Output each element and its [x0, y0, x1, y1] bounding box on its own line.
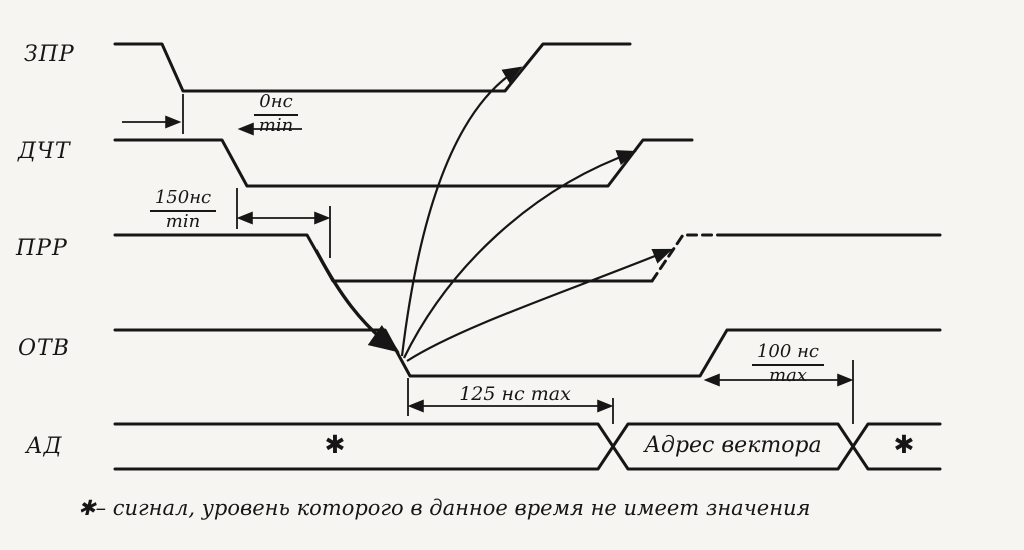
ad-bus-rail-1: [113, 422, 942, 471]
bus-dont-care-left: ✱: [324, 430, 346, 459]
dcht-trace: [113, 138, 694, 188]
timing-0ns-value: 0нс: [254, 91, 298, 116]
cause-arrow-otv-to-dcht: [403, 150, 637, 359]
timing-annotation-125ns: 125 нс max: [459, 383, 571, 405]
prr-trace: [113, 233, 654, 283]
timing-0ns-qualifier: min: [258, 114, 294, 136]
zpr-trace: [113, 42, 632, 93]
bus-dont-care-right: ✱: [893, 430, 915, 459]
cause-arrow-otv-to-prr: [406, 248, 673, 362]
ad-bus-rail-2: [113, 422, 942, 471]
bus-vector-address-label: Адрес вектора: [644, 433, 822, 458]
prr-rise-dashed: [650, 233, 722, 283]
cause-arrow-otv-to-zpr: [400, 66, 523, 357]
otv-trace: [113, 328, 942, 378]
signal-label-zpr: ЗПР: [24, 42, 75, 67]
timing-annotation-0ns: 0нс min: [244, 91, 308, 136]
timing-100ns-value: 100 нс: [751, 341, 824, 366]
timing-annotation-100ns: 100 нс max: [738, 341, 838, 386]
signal-label-ad: АД: [26, 434, 63, 459]
timing-150ns-qualifier: min: [165, 210, 201, 232]
timing-100ns-qualifier: max: [769, 364, 807, 386]
signal-label-dcht: ДЧТ: [18, 139, 71, 164]
cause-arrow-prr-to-otv: [314, 249, 400, 353]
footnote-dont-care-legend: ✱– сигнал, уровень которого в данное вре…: [78, 496, 811, 520]
signal-label-otv: ОТВ: [18, 336, 70, 361]
timing-annotation-150ns: 150нс min: [138, 187, 228, 232]
timing-150ns-value: 150нс: [149, 187, 217, 212]
signal-label-prr: ПРР: [16, 236, 68, 261]
